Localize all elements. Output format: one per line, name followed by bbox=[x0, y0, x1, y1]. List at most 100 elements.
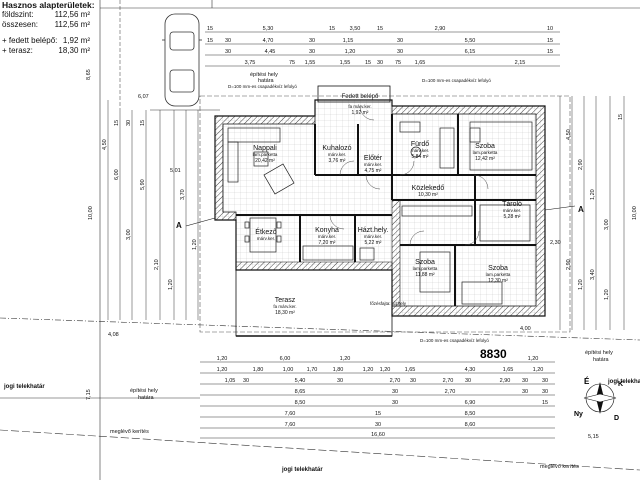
svg-text:Házt.hely.: Házt.hely. bbox=[358, 227, 389, 234]
dim-label: 3,40 bbox=[590, 269, 596, 280]
roof-eave-line bbox=[199, 95, 571, 333]
dim-label: 1,80 bbox=[253, 367, 264, 373]
entry-canopy bbox=[317, 85, 391, 103]
dim-label: 15 bbox=[377, 26, 383, 32]
dim-label: 5,50 bbox=[465, 38, 476, 44]
dim-label: 8,50 bbox=[295, 400, 306, 406]
dim-label: 15 bbox=[542, 400, 548, 406]
building-line-label: határa bbox=[258, 78, 275, 84]
dim-label: 5,30 bbox=[263, 26, 274, 32]
utility-note: főzésfajta: tűzhely bbox=[370, 301, 407, 306]
dim-label: 7,60 bbox=[285, 411, 296, 417]
area-row: + fedett belépő:1,92 m² bbox=[2, 36, 90, 45]
svg-text:7,20 m²: 7,20 m² bbox=[319, 240, 336, 246]
svg-text:fa márv.ker.: fa márv.ker. bbox=[348, 104, 371, 109]
svg-text:lam.parketta: lam.parketta bbox=[486, 272, 511, 277]
dim-label: 10 bbox=[547, 26, 553, 32]
dim-label: 1,55 bbox=[305, 60, 316, 66]
dim-label: 1,00 bbox=[283, 367, 294, 373]
building-line-labels: építési hely határa építési hely határa … bbox=[3, 72, 640, 473]
dim-label: 1,20 bbox=[533, 367, 544, 373]
svg-text:Kuhalozó: Kuhalozó bbox=[322, 145, 351, 152]
dim-label: 1,20 bbox=[217, 367, 228, 373]
dim-label: 1,15 bbox=[343, 38, 354, 44]
svg-text:5,22 m²: 5,22 m² bbox=[365, 240, 382, 246]
dim-label: 5,15 bbox=[588, 434, 599, 440]
svg-text:Szoba: Szoba bbox=[475, 143, 495, 150]
dim-label: 4,45 bbox=[265, 49, 276, 55]
parked-car bbox=[162, 13, 202, 107]
dim-label: 2,90 bbox=[578, 159, 584, 170]
dim-label: 10,00 bbox=[88, 206, 94, 220]
svg-text:Étkező: Étkező bbox=[255, 227, 277, 236]
dim-label: 15 bbox=[365, 60, 371, 66]
dim-label: 6,00 bbox=[114, 169, 120, 180]
svg-text:márv.ker.: márv.ker. bbox=[257, 236, 275, 241]
dim-label: 1,55 bbox=[340, 60, 351, 66]
dim-label: 1,20 bbox=[217, 356, 228, 362]
dim-label: 6,15 bbox=[465, 49, 476, 55]
dim-label: 30 bbox=[225, 38, 231, 44]
downpipe-label: D=100 mm-es csapadékvíz lefolyó bbox=[228, 84, 297, 89]
dim-label: 1,20 bbox=[578, 279, 584, 290]
top-dimension-labels: 15 5,30 15 3,50 15 2,90 10 15 30 4,70 30… bbox=[207, 26, 553, 66]
dim-label: 1,65 bbox=[503, 367, 514, 373]
svg-text:márv.ker.: márv.ker. bbox=[503, 208, 521, 213]
door-swings bbox=[329, 105, 489, 246]
dim-label: 6,07 bbox=[138, 94, 149, 100]
misc-dimension-labels: 8,65 6,07 5,01 4,08 7,15 5,15 4,00 2,30 bbox=[86, 69, 599, 440]
dim-label: 30 bbox=[410, 378, 416, 384]
svg-text:Nappali: Nappali bbox=[253, 145, 277, 152]
dim-label: 75 bbox=[395, 60, 401, 66]
dim-label: 5,40 bbox=[295, 378, 306, 384]
north-compass: É K Ny D bbox=[574, 377, 623, 422]
building-line-label: határa bbox=[593, 357, 610, 363]
svg-text:20,42 m²: 20,42 m² bbox=[255, 158, 275, 164]
dim-label: 8,65 bbox=[86, 69, 92, 80]
fence-label: meglévő kerítés bbox=[540, 464, 579, 470]
dim-label: 15 bbox=[140, 120, 146, 126]
dim-label: 4,70 bbox=[263, 38, 274, 44]
dim-label: 3,70 bbox=[180, 189, 186, 200]
compass-west-label: Ny bbox=[574, 411, 583, 418]
dim-label: 30 bbox=[542, 389, 548, 395]
svg-text:10,30 m²: 10,30 m² bbox=[418, 192, 438, 198]
svg-text:fa márv.ker.: fa márv.ker. bbox=[273, 304, 296, 309]
svg-text:4,75 m²: 4,75 m² bbox=[365, 168, 382, 174]
dim-label: 1,20 bbox=[345, 49, 356, 55]
top-dimensions bbox=[205, 31, 560, 67]
dim-label: 30 bbox=[522, 378, 528, 384]
dim-label: 1,20 bbox=[340, 356, 351, 362]
bottom-dimension-labels: 1,20 6,00 1,20 1,20 1,20 1,80 1,00 1,70 … bbox=[217, 356, 548, 438]
dim-label: 2,70 bbox=[390, 378, 401, 384]
dim-label: 15 bbox=[114, 120, 120, 126]
dim-label: 30 bbox=[126, 120, 132, 126]
dim-label: 1,20 bbox=[604, 289, 610, 300]
svg-text:É: É bbox=[584, 377, 590, 386]
dim-label: 8,60 bbox=[465, 422, 476, 428]
dim-label: 7,60 bbox=[285, 422, 296, 428]
dim-label: 1,20 bbox=[380, 367, 391, 373]
svg-text:3,76 m²: 3,76 m² bbox=[329, 158, 346, 164]
dim-label: 6,00 bbox=[280, 356, 291, 362]
svg-text:lam.parketta: lam.parketta bbox=[473, 150, 498, 155]
boundary-label: jogi telekhatár bbox=[3, 384, 45, 390]
dim-label: 2,10 bbox=[154, 259, 160, 270]
dim-label: 30 bbox=[397, 38, 403, 44]
boundary-label: jogi telekhatár bbox=[607, 379, 640, 385]
building-line-label: határa bbox=[138, 395, 155, 401]
furniture bbox=[227, 121, 533, 305]
dim-label: 10,00 bbox=[632, 206, 638, 220]
dim-label: 30 bbox=[243, 378, 249, 384]
dim-label: 4,50 bbox=[102, 139, 108, 150]
